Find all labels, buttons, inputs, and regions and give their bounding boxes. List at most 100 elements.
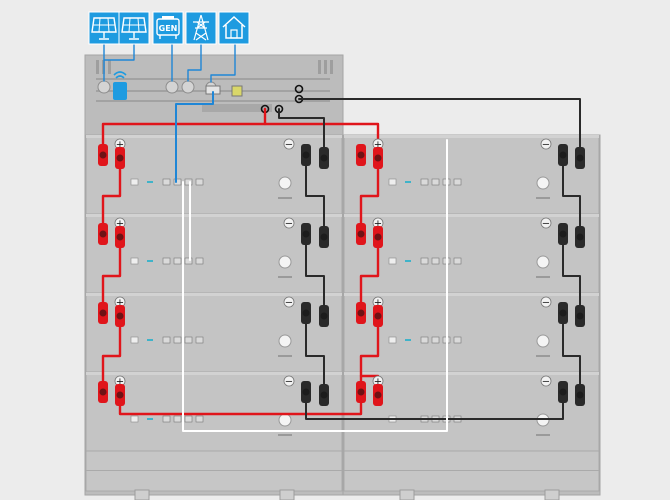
- link-grid: [187, 44, 202, 82]
- dc-breaker: [202, 104, 272, 112]
- svg-text:−: −: [542, 298, 550, 309]
- solar-panel-icon-2: [118, 11, 150, 45]
- negative-terminal-left-1a: [301, 144, 311, 166]
- positive-terminal-left-3a: [98, 302, 108, 324]
- svg-text:+: +: [374, 377, 382, 388]
- positive-terminal-right-1a: [356, 144, 366, 166]
- svg-text:+: +: [116, 377, 124, 388]
- home-icon: [218, 11, 250, 45]
- svg-text:−: −: [285, 298, 293, 309]
- negative-terminal-right-4b: [575, 384, 585, 406]
- svg-text:+: +: [116, 140, 124, 151]
- negative-label-right-4: −: [540, 375, 552, 388]
- generator-icon: GEN: [152, 11, 184, 45]
- positive-terminal-right-2a: [356, 223, 366, 245]
- positive-terminal-right-1b: [373, 147, 383, 169]
- negative-terminal-right-3a: [558, 302, 568, 324]
- svg-text:−: −: [542, 219, 550, 230]
- negative-terminal-left-4a: [301, 381, 311, 403]
- negative-chain-left-3: [305, 317, 325, 395]
- cabinet-feet: [134, 489, 560, 500]
- grid-port: [181, 80, 195, 94]
- solar-panel-icon-1: [88, 11, 120, 45]
- positive-chain-right-1: [359, 158, 380, 238]
- negative-terminal-right-2a: [558, 223, 568, 245]
- comm-blue-cable: [175, 91, 214, 183]
- svg-text:−: −: [285, 140, 293, 151]
- positive-terminal-left-3b: [115, 305, 125, 327]
- negative-terminal-right-1b: [575, 147, 585, 169]
- negative-chain-right-2: [562, 237, 581, 317]
- negative-chain-right-1: [562, 159, 581, 237]
- positive-terminal-right-3b: [373, 305, 383, 327]
- positive-terminal-right-2b: [373, 226, 383, 248]
- negative-label-right-2: −: [540, 217, 552, 230]
- negative-main-cable: [298, 98, 581, 159]
- indicator-light: [231, 85, 243, 97]
- negative-terminal-left-2a: [301, 223, 311, 245]
- svg-text:−: −: [285, 219, 293, 230]
- negative-chain-left-1: [305, 159, 325, 237]
- grid-tower-icon: [185, 11, 217, 45]
- negative-terminal-left-1b: [319, 147, 329, 169]
- positive-chain-right-2: [359, 236, 380, 318]
- negative-terminal-right-1a: [558, 144, 568, 166]
- positive-chain-left-1: [101, 158, 122, 238]
- svg-text:−: −: [542, 377, 550, 388]
- negative-terminal-right-3b: [575, 305, 585, 327]
- negative-label-left-3: −: [283, 296, 295, 309]
- link-solar-2: [103, 44, 135, 61]
- positive-terminal-left-2a: [98, 223, 108, 245]
- pv-port-1: [97, 80, 111, 94]
- positive-terminal-left-1b: [115, 147, 125, 169]
- svg-text:−: −: [285, 377, 293, 388]
- svg-text:+: +: [116, 298, 124, 309]
- negative-terminal-right-4a: [558, 381, 568, 403]
- positive-chain-left-2: [101, 236, 122, 318]
- inverter-cabinet: [84, 54, 344, 136]
- battery-module-left-3: [85, 292, 343, 373]
- empty-slot-left: [85, 450, 343, 492]
- positive-label-left-1: +: [114, 138, 126, 151]
- svg-text:+: +: [116, 219, 124, 230]
- battery-module-right-1: [343, 134, 600, 215]
- positive-terminal-left-1a: [98, 144, 108, 166]
- negative-chain-right-3: [562, 317, 581, 395]
- negative-label-right-3: −: [540, 296, 552, 309]
- positive-chain-left-3: [101, 316, 122, 396]
- svg-text:−: −: [542, 140, 550, 151]
- positive-terminal-left-2b: [115, 226, 125, 248]
- battery-module-right-3: [343, 292, 600, 373]
- wifi-dongle-icon: [113, 71, 127, 100]
- negative-label-left-4: −: [283, 375, 295, 388]
- negative-bridge-bottom: [305, 395, 564, 420]
- negative-label-left-1: −: [283, 138, 295, 151]
- svg-text:+: +: [374, 219, 382, 230]
- empty-slot-right: [343, 450, 600, 492]
- positive-terminal-left-4a: [98, 381, 108, 403]
- gen-port: [165, 80, 179, 94]
- negative-terminal-right-2b: [575, 226, 585, 248]
- negative-terminal-left-3a: [301, 302, 311, 324]
- positive-terminal-right-4b: [373, 384, 383, 406]
- negative-terminal-left-4b: [319, 384, 329, 406]
- negative-label-right-1: −: [540, 138, 552, 151]
- positive-terminal-right-3a: [356, 302, 366, 324]
- negative-terminal-left-3b: [319, 305, 329, 327]
- battery-module-left-2: [85, 213, 343, 294]
- generator-label: GEN: [159, 24, 178, 33]
- inverter-ring-3: [294, 84, 304, 94]
- positive-terminal-left-4b: [115, 384, 125, 406]
- negative-chain-left-2: [305, 237, 325, 317]
- battery-module-right-2: [343, 213, 600, 294]
- comm-white-left: [182, 181, 448, 432]
- negative-terminal-left-2b: [319, 226, 329, 248]
- svg-text:+: +: [374, 140, 382, 151]
- positive-terminal-right-4a: [356, 381, 366, 403]
- svg-text:+: +: [374, 298, 382, 309]
- negative-inverter-link: [278, 108, 325, 159]
- negative-label-left-2: −: [283, 217, 295, 230]
- link-home: [210, 44, 236, 83]
